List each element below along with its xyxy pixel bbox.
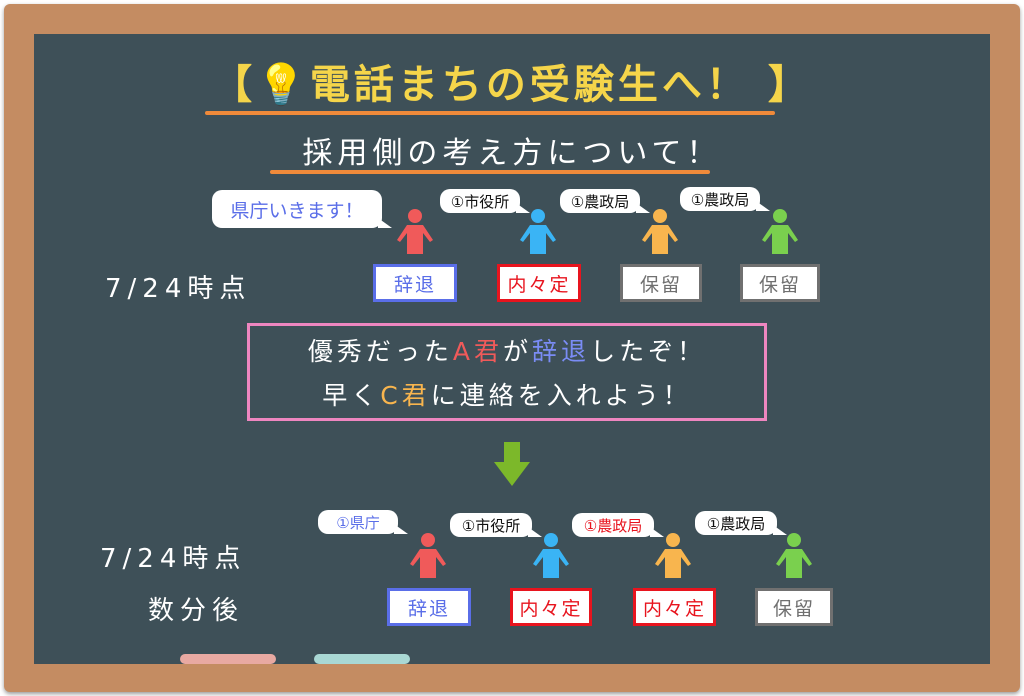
title: 【💡電話まちの受験生へ！ 】 <box>212 62 812 108</box>
speech-bubble: ①農政局 <box>560 189 650 213</box>
person-icon <box>638 208 682 258</box>
speech-bubble: ①市役所 <box>450 513 542 537</box>
speech-bubble: ①市役所 <box>440 189 530 213</box>
speech-bubble: ①農政局 <box>680 187 770 211</box>
person-icon <box>772 532 816 582</box>
speech-bubble: 県庁いきます！ <box>212 190 392 228</box>
person-icon <box>406 532 450 582</box>
pink-chalk <box>180 654 276 664</box>
status-badge-naitei: 内々定 <box>510 588 592 626</box>
status-badge-naitei: 内々定 <box>497 264 581 302</box>
person-icon <box>516 208 560 258</box>
speech-bubble: ①農政局 <box>572 513 664 537</box>
person-icon <box>651 532 695 582</box>
after-time-label: 7/24時点 <box>100 544 247 574</box>
blue-chalk <box>314 654 410 664</box>
speech-bubble: ①農政局 <box>695 511 787 535</box>
chalkboard <box>34 34 990 664</box>
status-badge-horyu: 保留 <box>620 264 702 302</box>
message-box: 優秀だったA君が辞退したぞ！ 早くC君に連絡を入れよう！ <box>247 323 767 421</box>
status-badge-naitei: 内々定 <box>633 588 716 626</box>
title-underline <box>205 111 775 115</box>
person-icon <box>529 532 573 582</box>
speech-bubble: ①県庁 <box>318 510 408 534</box>
status-badge-jitai: 辞退 <box>373 264 457 302</box>
down-arrow-icon <box>494 442 530 486</box>
subtitle: 採用側の考え方について！ <box>302 136 722 171</box>
subtitle-underline <box>270 170 710 174</box>
status-badge-horyu: 保留 <box>755 588 833 626</box>
status-badge-jitai: 辞退 <box>387 588 471 626</box>
person-icon <box>393 208 437 258</box>
after-time-label-2: 数分後 <box>148 596 245 626</box>
status-badge-horyu: 保留 <box>740 264 820 302</box>
person-icon <box>758 208 802 258</box>
before-time-label: 7/24時点 <box>105 274 252 304</box>
